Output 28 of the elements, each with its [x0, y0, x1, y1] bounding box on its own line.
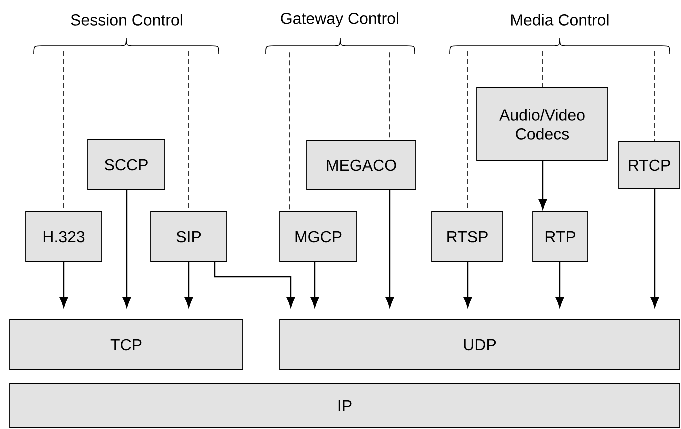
arrow	[556, 262, 564, 308]
arrow	[310, 262, 320, 308]
arrow	[538, 161, 548, 210]
dashed-line	[542, 50, 544, 88]
arrow	[650, 189, 660, 308]
group-heading: Session Control	[71, 14, 182, 26]
protocol-box: SIP	[150, 212, 228, 262]
protocol-box: MGCP	[280, 212, 358, 262]
arrow	[60, 262, 68, 308]
dashed-line	[188, 50, 190, 212]
arrow	[386, 190, 394, 308]
arrow	[464, 262, 472, 308]
protocol-box: RTSP	[432, 212, 504, 262]
protocol-box: RTP	[532, 212, 588, 262]
protocol-box: SCCP	[88, 140, 166, 190]
protocol-box: TCP	[10, 320, 244, 370]
protocol-box: H.323	[26, 212, 102, 262]
protocol-box: UDP	[280, 320, 680, 370]
protocol-box: Audio/Video Codecs	[476, 88, 608, 162]
protocol-box: MEGACO	[306, 140, 416, 190]
arrow	[122, 190, 132, 308]
group-heading: Gateway Control	[281, 12, 398, 28]
arrow	[214, 262, 296, 308]
protocol-box: IP	[10, 384, 680, 428]
dashed-line	[654, 50, 656, 142]
arrow	[184, 262, 194, 308]
protocol-box: RTCP	[618, 142, 680, 190]
group-heading: Media Control	[512, 14, 609, 26]
